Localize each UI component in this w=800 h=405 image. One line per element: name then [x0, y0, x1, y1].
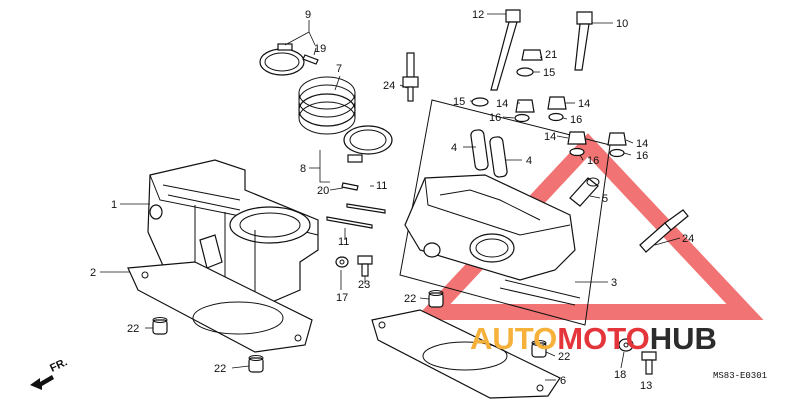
callout-9: 9 — [305, 9, 311, 21]
clamp-screw-19 — [302, 54, 319, 65]
svg-text:AUTOMOTOHUB: AUTOMOTOHUB — [470, 321, 717, 356]
valve-guide-left — [470, 129, 489, 171]
watermark-part3: HUB — [650, 321, 717, 356]
valve-guide-right — [489, 136, 508, 178]
callout-5: 5 — [602, 193, 608, 205]
hose-clamp-bottom — [343, 125, 393, 163]
callout-22a: 22 — [127, 323, 139, 335]
cylinder-gasket — [127, 261, 313, 353]
callout-7: 7 — [336, 63, 342, 75]
callout-13: 13 — [640, 380, 652, 392]
bolt-13 — [641, 351, 657, 375]
watermark-text: AUTOMOTOHUB — [470, 321, 717, 356]
bolt-10 — [574, 11, 593, 71]
callout-2: 2 — [90, 267, 96, 279]
callout-19: 19 — [314, 43, 326, 55]
callout-18: 18 — [614, 369, 626, 381]
watermark-part1: AUTO — [470, 321, 557, 356]
callout-10: 10 — [616, 18, 628, 30]
callout-4a: 4 — [451, 142, 457, 154]
leader-lines — [100, 13, 681, 381]
callout-11a: 11 — [376, 180, 387, 192]
callout-22b: 22 — [214, 363, 226, 375]
callout-6: 6 — [560, 375, 566, 387]
callout-15b: 15 — [453, 96, 465, 108]
callout-1: 1 — [111, 199, 117, 211]
front-direction-arrow: FR. — [30, 356, 69, 390]
head-gasket — [371, 309, 561, 399]
callout-20: 20 — [317, 185, 329, 197]
callout-16d: 16 — [636, 150, 648, 162]
dowel-pin-4 — [531, 340, 547, 358]
sleeve-5 — [569, 177, 600, 207]
cylinder-head — [404, 174, 581, 306]
callout-24a: 24 — [383, 80, 395, 92]
stud-bolt-upper — [346, 203, 386, 214]
callout-22c: 22 — [404, 293, 416, 305]
washer-18 — [618, 338, 634, 352]
dowel-pin-1 — [152, 317, 168, 335]
bolt-23 — [357, 255, 373, 277]
piston-ring-set — [298, 76, 356, 135]
spark-plug-left — [402, 52, 419, 102]
callout-4b: 4 — [526, 155, 532, 167]
watermark-part2: MOTO — [557, 321, 649, 356]
dowel-pin-2 — [248, 355, 264, 373]
clamp-screw-20 — [341, 182, 359, 191]
washer-17 — [335, 256, 349, 268]
callout-24b: 24 — [682, 233, 694, 245]
callout-14a: 14 — [496, 98, 508, 110]
callout-14b: 14 — [578, 98, 590, 110]
long-bolt-12 — [490, 9, 521, 91]
cap-nut-14d — [607, 132, 627, 158]
cap-nut-14a — [514, 99, 535, 123]
callout-3: 3 — [611, 277, 617, 289]
callout-22d: 22 — [558, 351, 570, 363]
washer-15-top — [516, 67, 534, 77]
callout-16c: 16 — [587, 155, 599, 167]
stud-bolt-lower — [326, 216, 373, 229]
callout-16b: 16 — [570, 114, 582, 126]
callout-17: 17 — [336, 292, 348, 304]
callout-23: 23 — [358, 279, 370, 291]
callout-16a: 16 — [489, 112, 501, 124]
callout-14d: 14 — [636, 138, 648, 150]
callout-8: 8 — [300, 163, 306, 175]
nut-21 — [521, 49, 543, 61]
dowel-pin-3 — [428, 290, 444, 308]
cap-nut-14c — [567, 131, 587, 157]
washer-15-mid — [471, 97, 489, 107]
cap-nut-14b — [547, 96, 567, 122]
callout-11b: 11 — [338, 236, 349, 248]
callout-labels: 1 2 3 4 4 5 6 7 8 9 10 11 11 12 13 14 14… — [90, 9, 694, 392]
callout-12: 12 — [472, 9, 484, 21]
callout-15a: 15 — [543, 67, 555, 79]
diagram-code: MS83-E0301 — [713, 371, 767, 381]
spark-plug-right — [639, 209, 689, 253]
front-direction-label: FR. — [48, 356, 69, 374]
callout-14c: 14 — [544, 131, 556, 143]
callout-21: 21 — [545, 49, 557, 61]
hose-clamp-top — [259, 43, 305, 76]
